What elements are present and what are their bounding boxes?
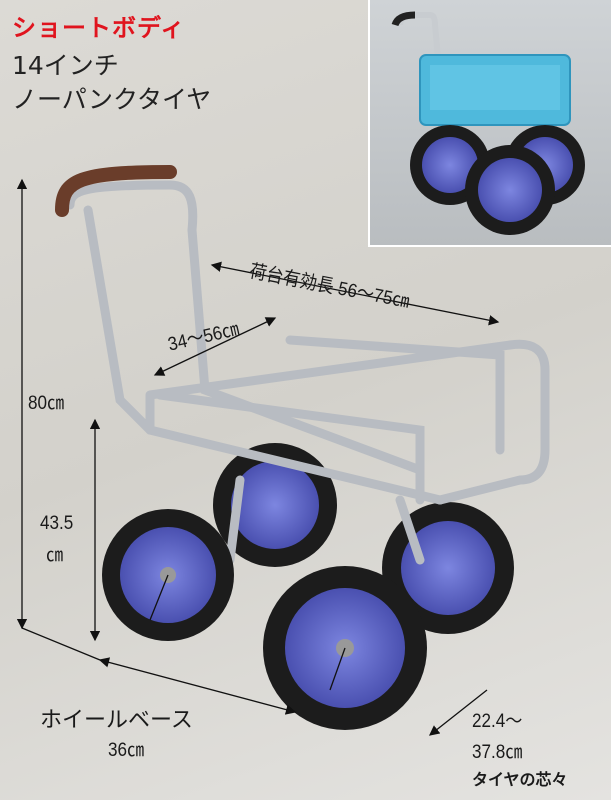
dimension-lines: [16, 178, 500, 736]
wheelbase-label: ホイールベース: [40, 708, 193, 733]
tread-range-max: 37.8㎝: [472, 742, 523, 763]
frame: [65, 180, 550, 565]
height-label: 80㎝: [28, 393, 65, 414]
tread-label: タイヤの芯々: [472, 770, 568, 789]
tread-range-min: 22.4〜: [472, 711, 523, 732]
bed-height-unit: ㎝: [46, 545, 64, 566]
wheelbase-value: 36㎝: [108, 740, 145, 761]
tire-type: ノーパンクタイヤ: [12, 85, 212, 114]
bed-height-value: 43.5: [40, 513, 74, 534]
tire-size: 14インチ: [12, 51, 119, 80]
handle-grip: [55, 165, 177, 217]
rear-left-wheel: [213, 443, 337, 567]
inset-photo-with-crate: [368, 0, 611, 247]
model-title: ショートボディ: [12, 14, 186, 42]
